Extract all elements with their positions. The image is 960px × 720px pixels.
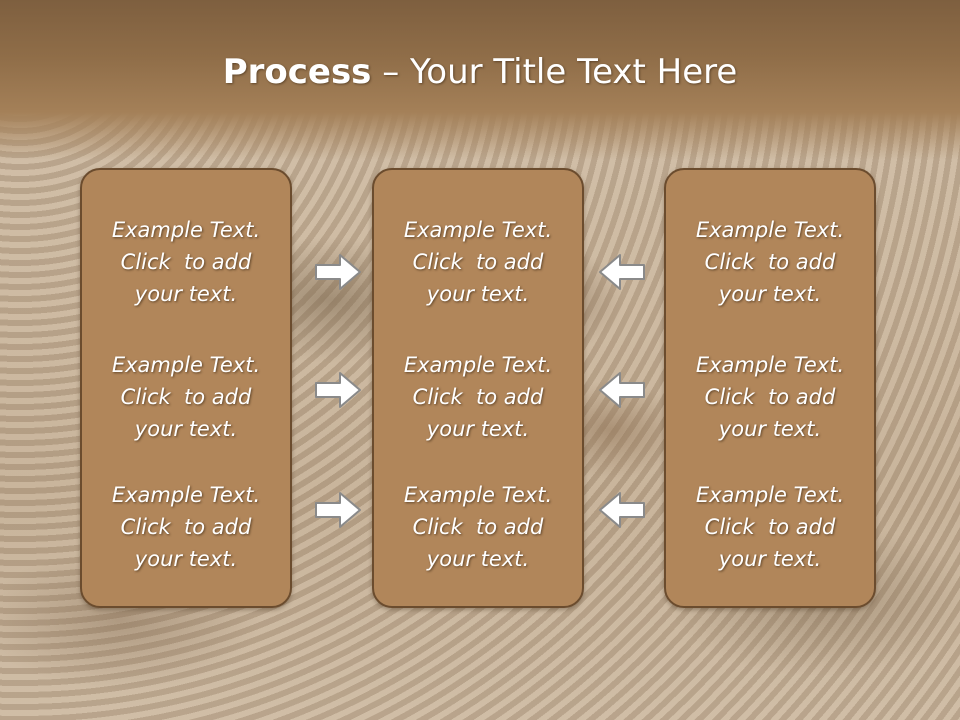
text-line: Click to add (412, 250, 544, 274)
text-line: Click to add (412, 385, 544, 409)
text-line: your text. (718, 547, 822, 571)
text-line: Click to add (120, 515, 252, 539)
text-line: Click to add (120, 385, 252, 409)
text-line: Example Text. (111, 483, 261, 507)
text-line: Example Text. (403, 483, 553, 507)
text-line: Example Text. (403, 218, 553, 242)
title-bold-part: Process (222, 52, 372, 92)
arrow-left-icon (599, 492, 645, 528)
panel-text-block[interactable]: Example Text. Click to add your text. (374, 349, 582, 445)
panel-text-block[interactable]: Example Text. Click to add your text. (666, 349, 874, 445)
arrow-right-icon (315, 492, 361, 528)
text-line: your text. (426, 282, 530, 306)
text-line: your text. (134, 547, 238, 571)
text-line: Example Text. (111, 218, 261, 242)
text-line: Click to add (120, 250, 252, 274)
panel-text-block[interactable]: Example Text. Click to add your text. (82, 349, 290, 445)
header-band (0, 0, 960, 160)
panel-text-block[interactable]: Example Text. Click to add your text. (82, 479, 290, 575)
text-line: Example Text. (403, 353, 553, 377)
panel-text-block[interactable]: Example Text. Click to add your text. (666, 479, 874, 575)
process-panel-center: Example Text. Click to add your text. Ex… (372, 168, 584, 608)
text-line: Click to add (704, 250, 836, 274)
text-line: your text. (134, 282, 238, 306)
text-line: your text. (426, 417, 530, 441)
text-line: Example Text. (695, 218, 845, 242)
arrow-left-icon (599, 254, 645, 290)
text-line: Click to add (704, 385, 836, 409)
text-line: your text. (718, 417, 822, 441)
text-line: your text. (426, 547, 530, 571)
text-line: Example Text. (695, 353, 845, 377)
process-panel-left: Example Text. Click to add your text. Ex… (80, 168, 292, 608)
slide-title[interactable]: Process – Your Title Text Here (0, 52, 960, 92)
panel-text-block[interactable]: Example Text. Click to add your text. (666, 214, 874, 310)
title-rest-part: – Your Title Text Here (371, 52, 738, 92)
process-panel-right: Example Text. Click to add your text. Ex… (664, 168, 876, 608)
panel-text-block[interactable]: Example Text. Click to add your text. (82, 214, 290, 310)
text-line: Example Text. (111, 353, 261, 377)
text-line: Click to add (704, 515, 836, 539)
text-line: Click to add (412, 515, 544, 539)
panel-text-block[interactable]: Example Text. Click to add your text. (374, 214, 582, 310)
panel-text-block[interactable]: Example Text. Click to add your text. (374, 479, 582, 575)
text-line: your text. (134, 417, 238, 441)
arrow-right-icon (315, 372, 361, 408)
arrow-right-icon (315, 254, 361, 290)
text-line: Example Text. (695, 483, 845, 507)
text-line: your text. (718, 282, 822, 306)
arrow-left-icon (599, 372, 645, 408)
